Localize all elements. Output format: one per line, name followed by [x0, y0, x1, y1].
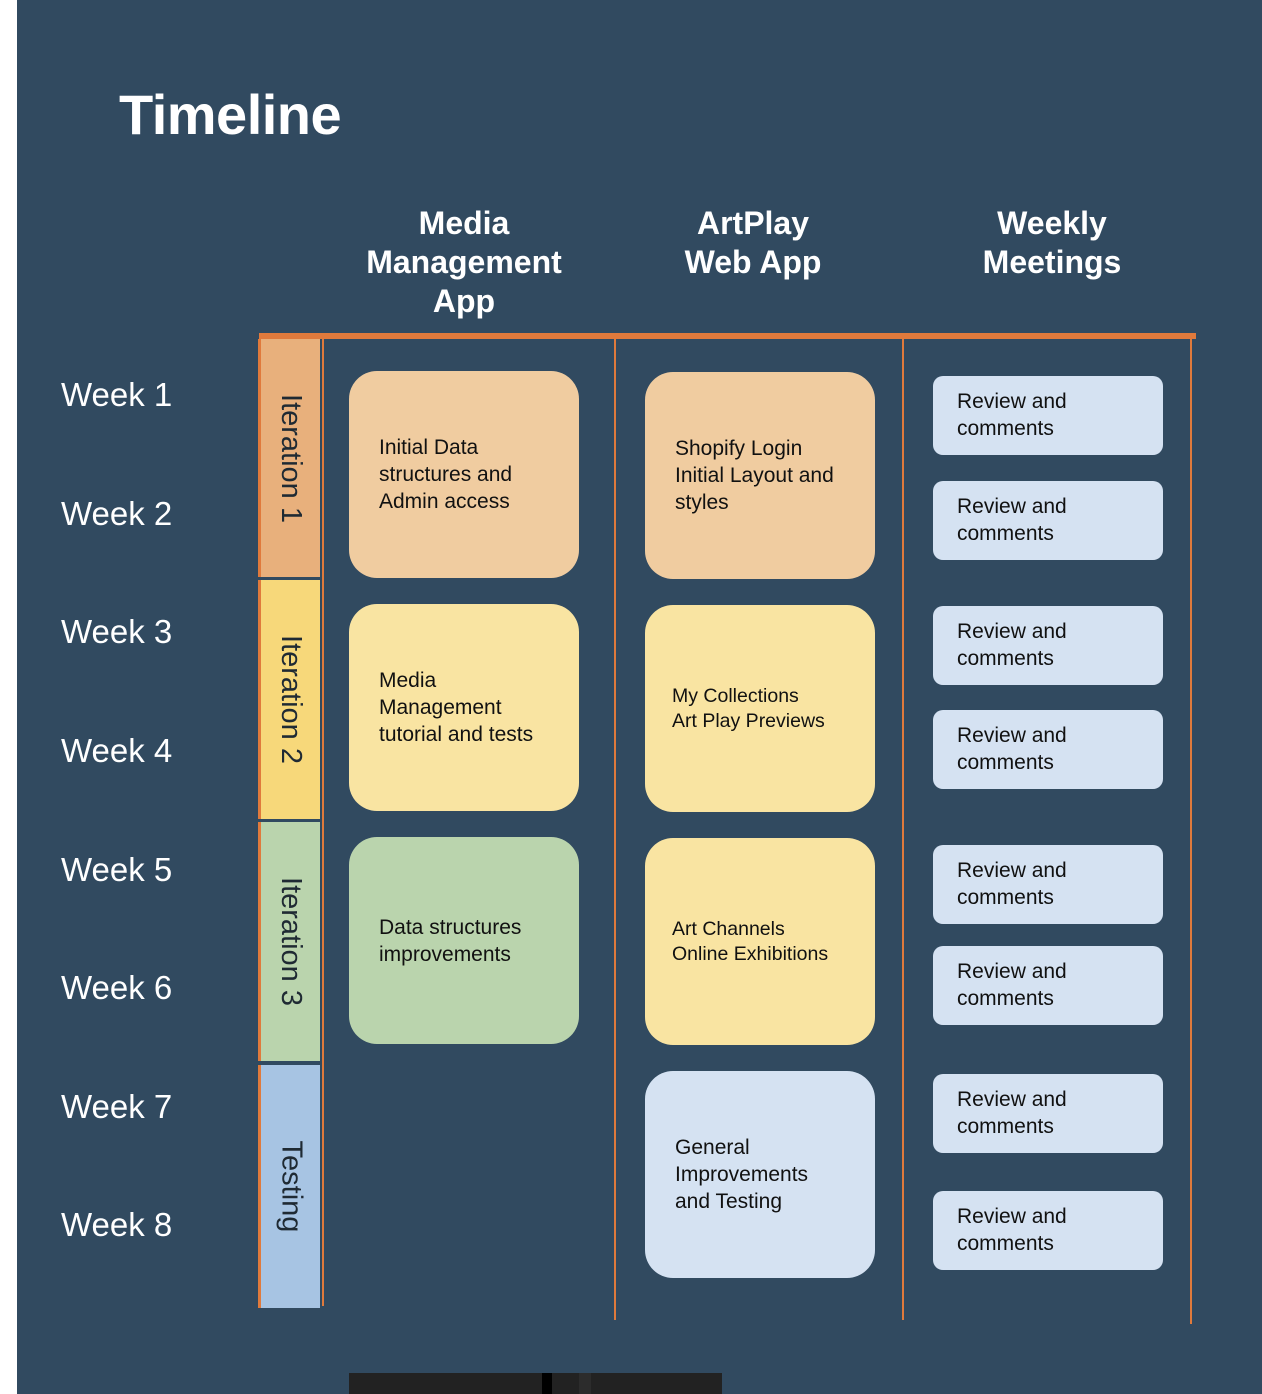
column-header-line: ArtPlay: [696, 205, 810, 241]
week-label: Week 8: [61, 1206, 173, 1243]
column-header-line: App: [432, 283, 496, 319]
meeting-line: Review and: [957, 724, 1067, 747]
iteration-label: Iteration 2: [275, 635, 308, 764]
meeting-line: Review and: [957, 390, 1067, 413]
artplay-task-card: General Improvements and Testing: [645, 1071, 875, 1278]
column-divider-line: [902, 336, 904, 1320]
week-label: Week 1: [61, 376, 173, 413]
meeting-card: Review and comments: [933, 946, 1163, 1025]
iteration-bar-3: Iteration 3: [258, 822, 320, 1061]
meeting-line: Review and: [957, 859, 1067, 882]
meeting-card: Review and comments: [933, 376, 1163, 455]
column-divider-line: [322, 336, 324, 1306]
meeting-line: Review and: [957, 960, 1067, 983]
card-line: Initial Data: [379, 436, 479, 459]
meeting-card: Review and comments: [933, 606, 1163, 685]
meeting-line: comments: [957, 1232, 1054, 1255]
meeting-card: Review and comments: [933, 845, 1163, 924]
meeting-line: comments: [957, 1115, 1054, 1138]
iteration-label: Iteration 3: [275, 877, 308, 1006]
card-line: Art Channels: [672, 917, 785, 940]
strip-mark: [579, 1373, 591, 1394]
card-line: Management: [379, 696, 502, 719]
column-header-line: Media: [418, 205, 510, 241]
meeting-line: comments: [957, 522, 1054, 545]
artplay-task-card: Shopify Login Initial Layout and styles: [645, 372, 875, 579]
card-line: Initial Layout and: [675, 464, 834, 487]
column-header-artplay-web-app: ArtPlay Web App: [613, 204, 893, 282]
header-divider-line: [259, 333, 1196, 339]
meeting-line: comments: [957, 417, 1054, 440]
week-label: Week 6: [61, 969, 173, 1006]
iteration-label: Iteration 1: [275, 393, 308, 523]
media-task-card: Initial Data structures and Admin access: [349, 371, 579, 578]
media-task-card: Media Management tutorial and tests: [349, 604, 579, 811]
card-line: Shopify Login: [675, 437, 803, 460]
card-line: General: [675, 1136, 750, 1159]
column-header-line: Weekly: [997, 205, 1107, 241]
card-line: and Testing: [675, 1190, 783, 1213]
column-divider-line: [614, 336, 616, 1320]
week-label: Week 3: [61, 613, 173, 650]
meeting-line: comments: [957, 647, 1054, 670]
week-label: Week 2: [61, 495, 173, 532]
iteration-label: Testing: [275, 1140, 308, 1233]
column-header-line: Web App: [684, 244, 822, 280]
card-line: Online Exhibitions: [672, 942, 829, 965]
meeting-card: Review and comments: [933, 710, 1163, 789]
iteration-bar-1: Iteration 1: [258, 339, 320, 577]
meeting-line: Review and: [957, 1205, 1067, 1228]
meeting-card: Review and comments: [933, 1191, 1163, 1270]
card-line: My Collections: [672, 684, 799, 707]
column-header-line: Meetings: [982, 244, 1122, 280]
meeting-card: Review and comments: [933, 1074, 1163, 1153]
week-label: Week 5: [61, 851, 173, 888]
card-line: improvements: [379, 942, 511, 966]
column-divider-line: [1190, 336, 1192, 1324]
meeting-line: comments: [957, 751, 1054, 774]
card-line: tutorial and tests: [379, 723, 534, 746]
media-task-card: Data structures improvements: [349, 837, 579, 1044]
cropped-media-strip: [349, 1373, 722, 1394]
card-line: Data structures: [379, 915, 522, 939]
iteration-bar-testing: Testing: [258, 1065, 320, 1308]
column-header-line: Management: [366, 244, 562, 280]
card-line: styles: [675, 491, 729, 514]
week-label: Week 7: [61, 1088, 173, 1125]
meeting-line: Review and: [957, 495, 1067, 518]
card-line: Improvements: [675, 1163, 809, 1186]
timeline-slide: Timeline Media Management App ArtPlay We…: [17, 0, 1262, 1394]
artplay-task-card: My Collections Art Play Previews: [645, 605, 875, 812]
column-header-media-app: Media Management App: [324, 204, 604, 321]
meeting-card: Review and comments: [933, 481, 1163, 560]
page-title: Timeline: [119, 83, 342, 146]
artplay-task-card: Art Channels Online Exhibitions: [645, 838, 875, 1045]
week-label: Week 4: [61, 732, 173, 769]
card-line: Admin access: [379, 490, 510, 513]
column-header-weekly-meetings: Weekly Meetings: [912, 204, 1192, 282]
iteration-bar-2: Iteration 2: [258, 580, 320, 819]
card-line: structures and: [379, 463, 513, 486]
card-line: Media: [379, 669, 437, 692]
meeting-line: comments: [957, 987, 1054, 1010]
strip-mark: [542, 1373, 552, 1394]
meeting-line: comments: [957, 886, 1054, 909]
meeting-line: Review and: [957, 620, 1067, 643]
card-line: Art Play Previews: [672, 709, 825, 732]
meeting-line: Review and: [957, 1088, 1067, 1111]
